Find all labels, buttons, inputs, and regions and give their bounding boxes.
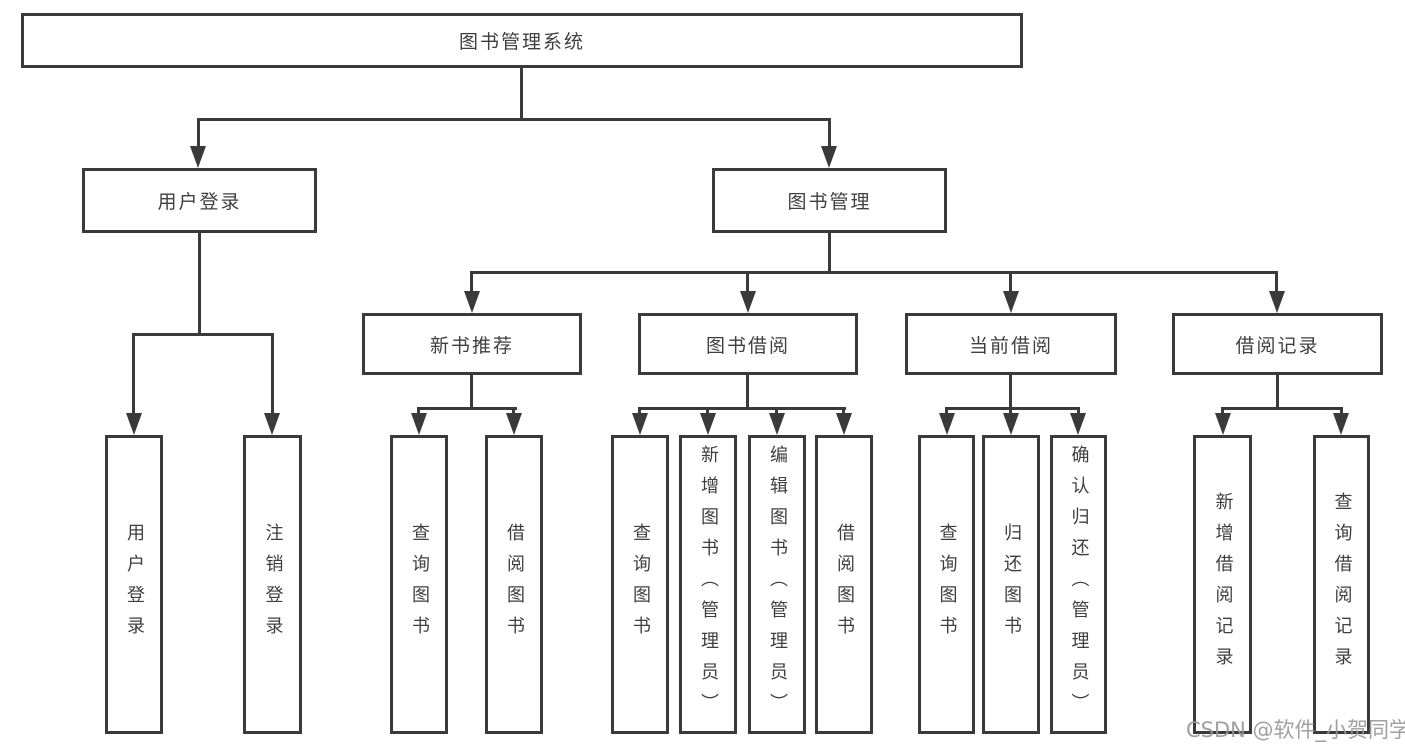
node-borrowing-records: 借阅记录: [1172, 313, 1383, 375]
connector-borrowing-records-stem: [1276, 375, 1279, 410]
arrowhead-cb-confirm: [1070, 413, 1086, 435]
leaf-add-borrow-record: 新增借阅记录: [1193, 435, 1252, 734]
node-current-borrowing-label: 当前借阅: [968, 334, 1053, 357]
leaf-query-books-current-label: 查询图书: [936, 522, 958, 647]
leaf-borrow-books-borrowing-label: 借阅图书: [834, 522, 855, 647]
node-book-borrowing: 图书借阅: [638, 313, 858, 375]
leaf-query-borrow-record: 查询借阅记录: [1313, 435, 1370, 734]
leaf-user-login: 用户登录: [105, 435, 163, 734]
leaf-borrow-books-borrowing: 借阅图书: [815, 435, 873, 734]
leaf-return-books: 归还图书: [982, 435, 1040, 734]
leaf-confirm-return-admin-label: 确认归还（管理员）: [1068, 445, 1090, 724]
connector-drop-nb-query: [417, 407, 420, 415]
leaf-user-login-label: 用户登录: [124, 522, 145, 647]
arrowhead-nb-borrow: [506, 413, 522, 435]
connector-drop-book-borrowing: [746, 271, 749, 293]
connector-current-borrowing-stem: [1009, 375, 1012, 410]
arrowhead-leaf-logout: [264, 413, 280, 435]
node-new-book-recommendation-label: 新书推荐: [429, 334, 514, 357]
node-root-label: 图书管理系统: [458, 31, 585, 53]
connector-root-branch: [197, 118, 831, 121]
connector-book-management-branch: [470, 271, 1278, 274]
leaf-query-books-borrowing: 查询图书: [611, 435, 669, 734]
connector-user-login-branch: [132, 333, 274, 336]
connector-borrowing-records-branch: [1221, 407, 1342, 410]
connector-drop-nb-borrow: [512, 407, 515, 415]
arrowhead-bb-add: [700, 413, 716, 435]
leaf-edit-books-admin-label: 编辑图书（管理员）: [767, 445, 788, 724]
leaf-query-books-recommend: 查询图书: [390, 435, 448, 734]
leaf-confirm-return-admin: 确认归还（管理员）: [1050, 435, 1107, 734]
leaf-logout: 注销登录: [243, 435, 302, 734]
node-current-borrowing: 当前借阅: [905, 313, 1117, 375]
connector-drop-bb-edit: [775, 407, 778, 415]
leaf-return-books-label: 归还图书: [1001, 522, 1022, 647]
connector-drop-leaf-login: [132, 333, 135, 415]
connector-book-borrowing-branch: [638, 407, 846, 410]
connector-drop-current-borrowing: [1009, 271, 1012, 293]
connector-drop-br-add: [1221, 407, 1224, 415]
connector-new-book-stem: [470, 375, 473, 410]
node-book-management-label: 图书管理: [787, 191, 872, 213]
connector-new-book-branch: [417, 407, 517, 410]
arrowhead-cb-query: [939, 413, 955, 435]
connector-drop-user-login: [197, 118, 200, 148]
node-user-login: 用户登录: [82, 168, 317, 233]
watermark-text: CSDN @软件_小贺同学: [1186, 718, 1405, 742]
node-book-borrowing-label: 图书借阅: [705, 334, 790, 357]
arrowhead-user-login: [190, 146, 206, 168]
arrowhead-br-query: [1333, 413, 1349, 435]
connector-user-login-stem: [198, 233, 201, 336]
connector-drop-bb-add: [706, 407, 709, 415]
connector-drop-book-management: [828, 118, 831, 148]
arrowhead-book-management: [821, 146, 837, 168]
connector-drop-br-query: [1340, 407, 1343, 415]
leaf-add-books-admin: 新增图书（管理员）: [679, 435, 737, 734]
leaf-query-borrow-record-label: 查询借阅记录: [1331, 491, 1353, 678]
arrowhead-new-book: [464, 291, 480, 313]
connector-root-stem: [520, 68, 523, 121]
node-user-login-label: 用户登录: [157, 191, 242, 213]
leaf-add-borrow-record-label: 新增借阅记录: [1212, 491, 1234, 678]
connector-drop-cb-return: [1009, 407, 1012, 415]
connector-drop-bb-borrow: [842, 407, 845, 415]
connector-drop-leaf-logout: [271, 333, 274, 415]
leaf-logout-label: 注销登录: [262, 522, 284, 647]
arrowhead-br-add: [1215, 413, 1231, 435]
node-book-management: 图书管理: [712, 168, 947, 233]
arrowhead-bb-query: [632, 413, 648, 435]
arrowhead-current-borrowing: [1003, 291, 1019, 313]
node-root: 图书管理系统: [21, 13, 1023, 68]
connector-drop-cb-query: [945, 407, 948, 415]
arrowhead-bb-borrow: [836, 413, 852, 435]
connector-book-management-stem: [828, 233, 831, 274]
leaf-borrow-books-recommend-label: 借阅图书: [504, 522, 525, 647]
connector-drop-bb-query: [638, 407, 641, 415]
arrowhead-cb-return: [1003, 413, 1019, 435]
connector-book-borrowing-stem: [746, 375, 749, 410]
arrowhead-leaf-login: [126, 413, 142, 435]
leaf-add-books-admin-label: 新增图书（管理员）: [698, 445, 719, 724]
connector-drop-cb-confirm: [1077, 407, 1080, 415]
leaf-query-books-borrowing-label: 查询图书: [630, 522, 651, 647]
leaf-query-books-current: 查询图书: [918, 435, 975, 734]
connector-current-borrowing-branch: [945, 407, 1079, 410]
arrowhead-bb-edit: [769, 413, 785, 435]
arrowhead-book-borrowing: [740, 291, 756, 313]
node-borrowing-records-label: 借阅记录: [1235, 334, 1320, 357]
leaf-borrow-books-recommend: 借阅图书: [485, 435, 543, 734]
arrowhead-borrowing-records: [1269, 291, 1285, 313]
leaf-query-books-recommend-label: 查询图书: [409, 522, 430, 647]
connector-drop-new-book: [470, 271, 473, 293]
connector-drop-borrowing-records: [1275, 271, 1278, 293]
leaf-edit-books-admin: 编辑图书（管理员）: [748, 435, 806, 734]
node-new-book-recommendation: 新书推荐: [362, 313, 582, 375]
arrowhead-nb-query: [411, 413, 427, 435]
